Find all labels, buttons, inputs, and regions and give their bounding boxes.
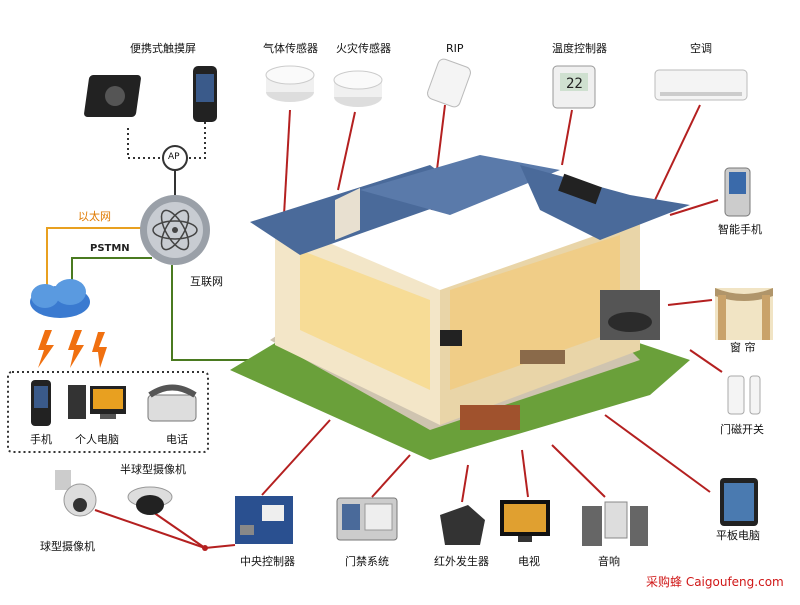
label-curtain: 窗 帘 [730,341,756,354]
roof-center [360,155,560,215]
label-door-switch: 门磁开关 [720,423,764,436]
rip-device [427,58,471,108]
devices-box [7,371,209,453]
label-internet: 互联网 [190,275,223,288]
pc-device [68,385,126,419]
cloud [30,279,90,318]
roof-right [520,165,690,240]
label-telephone: 电话 [166,433,188,446]
house-tv [440,330,462,346]
smartphone-device [724,167,751,217]
line-camera-1 [94,509,206,549]
label-central-controller: 中央控制器 [240,555,295,568]
line-access-control [371,454,411,498]
line-camera-2 [149,509,206,549]
line-tv [521,449,529,498]
house-illustration [230,155,690,460]
ap-link-left [127,128,162,159]
camera-junction [202,545,208,551]
label-pstmn: PSTMN [90,243,130,254]
label-speaker: 音响 [598,555,620,568]
house-interior-glow-2 [450,235,620,390]
tablet-device [720,478,758,526]
label-access-control: 门禁系统 [345,555,389,568]
ir-emitter-device [440,505,485,545]
label-smartphone: 智能手机 [718,223,762,236]
thermostat-device: 22 [552,65,596,109]
curtain-device [715,288,773,340]
line-tablet [604,414,711,493]
line-fire-sensor [337,111,356,191]
label-air-conditioner: 空调 [690,42,712,55]
label-gas-sensor: 气体传感器 [263,42,318,55]
chimney [335,188,360,240]
internet-globe [140,195,210,265]
speaker-device [582,501,648,546]
label-mobile-phone: 手机 [30,433,52,446]
line-door-switch [689,349,723,373]
label-portable-touchscreen: 便携式触摸屏 [130,42,196,55]
access-control-device [336,497,398,541]
house-stairs [460,405,520,430]
dome-camera-device [127,486,173,515]
label-thermostat: 温度控制器 [552,42,607,55]
line-central-controller [261,419,331,496]
label-tv: 电视 [518,555,540,568]
label-pc: 个人电脑 [75,433,119,446]
fire-sensor-device [333,70,383,107]
line-thermostat [561,109,573,166]
internet-to-house [171,265,262,361]
mobile-phone-device [31,380,51,426]
car [608,312,652,332]
line-air-conditioner [654,104,701,201]
line-camera-controller [204,544,236,549]
tv-device [500,500,550,542]
lightning-bolts [38,330,107,368]
ap-node [162,145,188,171]
label-ethernet: 以太网 [78,210,111,223]
label-ir-emitter: 红外发生器 [434,555,489,568]
telephone-device [147,384,197,422]
touchscreen-device [84,75,141,117]
ethernet-line [46,227,150,290]
line-smartphone [669,199,719,216]
line-curtain [667,299,713,306]
line-ir-emitter [461,464,469,503]
central-controller-device [235,496,293,544]
ball-camera-device [55,470,97,517]
ap-link-right [188,122,206,159]
label-ball-camera: 球型摄像机 [40,540,95,553]
air-conditioner-device [654,69,748,101]
label-fire-sensor: 火灾传感器 [336,42,391,55]
label-ap: AP [168,152,180,162]
svg-text:22: 22 [566,76,583,92]
house-interior-glow [300,250,430,390]
line-speaker [551,444,606,498]
gas-sensor-device [265,65,315,102]
roof-skylight [558,173,602,205]
label-tablet: 平板电脑 [716,529,760,542]
watermark: 采购蜂 Caigoufeng.com [646,575,784,589]
label-dome-camera: 半球型摄像机 [120,463,186,476]
door-switch-device [727,375,761,415]
house-sofa [520,350,565,364]
line-gas-sensor [283,109,291,216]
label-rip: RIP [446,42,464,55]
